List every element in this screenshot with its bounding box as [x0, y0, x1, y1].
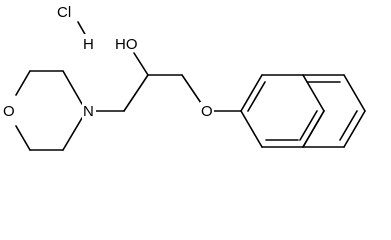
- atom-labels: Cl H HO O N O: [2, 2, 214, 120]
- ring-b-bond-3: [343, 110, 366, 148]
- morpholine-ring: [15, 70, 83, 151]
- ring-a-bond-6: [240, 110, 263, 148]
- bond-c4-o: [15, 125, 31, 151]
- chlorine-label: Cl: [57, 4, 71, 21]
- ring-a-bond-3: [302, 74, 325, 112]
- ether-oxygen-label: O: [201, 103, 213, 120]
- bond-ch2-choh: [123, 74, 149, 112]
- ring-nitrogen-label: N: [83, 103, 94, 120]
- hydrogen-label: H: [83, 36, 94, 53]
- bond-o-c1: [15, 70, 31, 96]
- hydroxyl-label: HO: [115, 36, 138, 53]
- h-cl-bond: [77, 21, 87, 37]
- ring-fusion-inner: [299, 110, 318, 141]
- bond-n-c3: [62, 117, 83, 151]
- bond-c2-n: [62, 70, 83, 105]
- chemical-structure: Cl H HO O N O: [2, 2, 366, 151]
- bond-choh-oh: [133, 52, 149, 76]
- ring-a-bond-1: [240, 74, 263, 112]
- propanol-chain: [94, 52, 202, 112]
- ring-b-bond-5: [302, 110, 325, 148]
- ring-a-bond-1-inner: [247, 81, 266, 112]
- ring-oxygen-label: O: [3, 103, 15, 120]
- ring-b-bond-3-inner: [339, 110, 358, 141]
- bond-ch2-o: [181, 74, 202, 104]
- naphthalene: [213, 74, 366, 148]
- ring-b-bond-2: [343, 74, 366, 112]
- hydrochloride: [77, 21, 87, 37]
